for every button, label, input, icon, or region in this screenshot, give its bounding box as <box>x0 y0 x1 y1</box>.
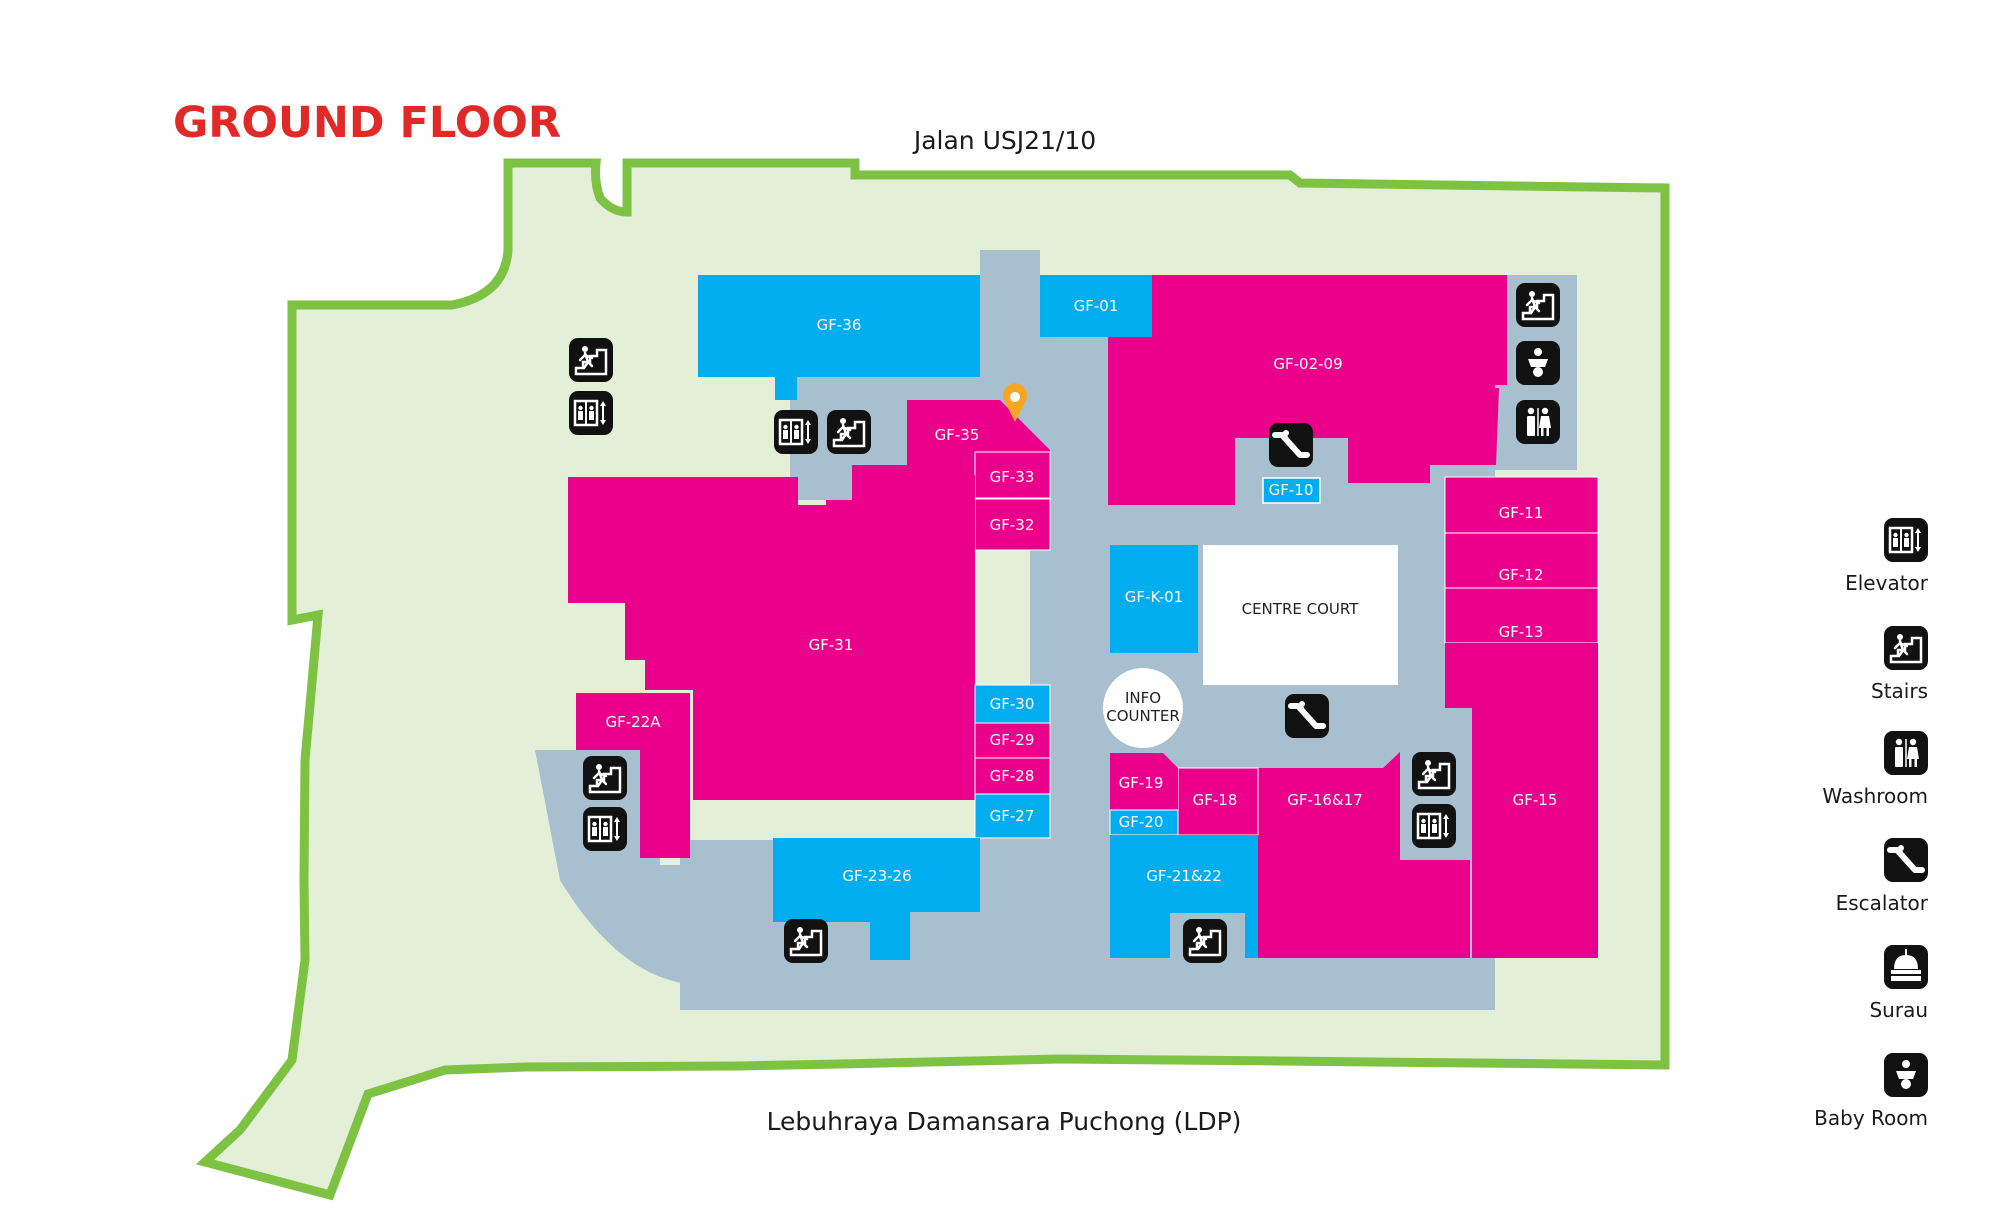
unit-GF-11[interactable] <box>1444 476 1599 534</box>
unit-label: GF-13 <box>1499 623 1544 641</box>
unit-GF-36-stub <box>775 375 797 400</box>
unit-GF-29[interactable] <box>974 722 1051 759</box>
unit-label: GF-36 <box>817 316 862 334</box>
unit-GF-10[interactable] <box>1262 477 1321 504</box>
unit-GF-23-26[interactable] <box>773 838 980 960</box>
stairs-icon[interactable] <box>583 756 627 800</box>
unit-label: GF-30 <box>990 695 1035 713</box>
legend-item-stairs: Stairs <box>1871 626 1928 703</box>
legend-label: Stairs <box>1871 679 1928 703</box>
unit-GF-36[interactable] <box>698 275 980 377</box>
unit-label: GF-18 <box>1193 791 1238 809</box>
unit-label: GF-12 <box>1499 566 1544 584</box>
elevator-icon[interactable] <box>774 410 818 454</box>
legend-item-baby-room: Baby Room <box>1814 1053 1928 1130</box>
baby-room-icon <box>1884 1053 1928 1097</box>
legend-label: Escalator <box>1836 891 1929 915</box>
unit-GF-22A[interactable] <box>576 693 690 858</box>
unit-label: GF-16&17 <box>1287 791 1363 809</box>
location-marker-icon[interactable] <box>1003 383 1027 422</box>
legend-label: Elevator <box>1845 571 1929 595</box>
centre-court <box>1203 545 1398 685</box>
elevator-icon[interactable] <box>583 807 627 851</box>
shop-units <box>568 275 1599 960</box>
unit-label: GF-28 <box>990 767 1035 785</box>
unit-GF-15[interactable] <box>1445 643 1598 958</box>
legend-label: Baby Room <box>1814 1106 1928 1130</box>
unit-label: GF-10 <box>1269 481 1314 499</box>
unit-label: GF-27 <box>990 807 1035 825</box>
washroom-icon <box>1884 731 1928 775</box>
unit-label: GF-21&22 <box>1146 867 1222 885</box>
unit-GF-K-01[interactable] <box>1110 545 1198 653</box>
stairs-icon[interactable] <box>1516 283 1560 327</box>
unit-GF-27[interactable] <box>974 793 1051 839</box>
unit-GF-30[interactable] <box>974 684 1051 724</box>
legend-item-surau: Surau <box>1869 945 1928 1022</box>
stairs-icon[interactable] <box>569 338 613 382</box>
stairs-icon[interactable] <box>1412 752 1456 796</box>
info-counter-label-line2: COUNTER <box>1106 707 1180 725</box>
escalator-icon[interactable] <box>1269 423 1313 467</box>
unit-GF-32[interactable] <box>974 498 1051 551</box>
unit-GF-16-17[interactable] <box>1258 752 1470 958</box>
unit-GF-12[interactable] <box>1444 532 1599 589</box>
legend-item-elevator: Elevator <box>1845 518 1929 595</box>
info-counter-label-line1: INFO <box>1125 689 1161 707</box>
unit-GF-31[interactable] <box>568 465 975 800</box>
unit-GF-02-09[interactable] <box>1108 275 1507 505</box>
road-label-north: Jalan USJ21/10 <box>912 126 1096 155</box>
escalator-icon <box>1884 838 1928 882</box>
unit-label: GF-31 <box>809 636 854 654</box>
unit-label: GF-32 <box>990 516 1035 534</box>
unit-GF-01[interactable] <box>1040 275 1152 337</box>
stairs-icon[interactable] <box>827 410 871 454</box>
legend-item-escalator: Escalator <box>1836 838 1929 915</box>
unit-label: GF-01 <box>1074 297 1119 315</box>
unit-label: GF-K-01 <box>1125 588 1183 606</box>
escalator-icon[interactable] <box>1285 694 1329 738</box>
centre-court-label: CENTRE COURT <box>1242 600 1360 618</box>
unit-label: GF-35 <box>935 426 980 444</box>
road-label-south: Lebuhraya Damansara Puchong (LDP) <box>767 1107 1242 1136</box>
unit-label: GF-02-09 <box>1273 355 1342 373</box>
info-counter[interactable]: INFO COUNTER <box>1103 668 1183 748</box>
elevator-icon[interactable] <box>1412 804 1456 848</box>
baby-room-icon[interactable] <box>1516 341 1560 385</box>
stairs-icon[interactable] <box>784 919 828 963</box>
elevator-icon[interactable] <box>569 391 613 435</box>
stairs-icon <box>1884 626 1928 670</box>
unit-GF-28[interactable] <box>974 757 1051 795</box>
unit-label: GF-15 <box>1513 791 1558 809</box>
unit-labels: GF-36 GF-01 GF-02-09 GF-35 GF-33 GF-32 G… <box>605 297 1557 885</box>
unit-label: GF-11 <box>1499 504 1544 522</box>
unit-label: GF-22A <box>605 713 661 731</box>
legend-label: Washroom <box>1822 784 1928 808</box>
floor-title: GROUND FLOOR <box>173 98 561 148</box>
unit-GF-19[interactable] <box>1110 753 1178 810</box>
legend-label: Surau <box>1869 998 1928 1022</box>
unit-label: GF-19 <box>1119 774 1164 792</box>
unit-GF-33[interactable] <box>974 451 1051 499</box>
map-facility-icons <box>569 283 1560 963</box>
unit-label: GF-29 <box>990 731 1035 749</box>
unit-label: GF-33 <box>990 468 1035 486</box>
stairs-icon[interactable] <box>1183 919 1227 963</box>
unit-GF-20[interactable] <box>1109 809 1179 836</box>
washroom-icon[interactable] <box>1516 400 1560 444</box>
legend: Elevator Stairs Washroom Escalator Surau <box>1814 518 1929 1130</box>
unit-label: GF-20 <box>1119 813 1164 831</box>
surau-icon <box>1884 945 1928 989</box>
elevator-icon <box>1884 518 1928 562</box>
unit-GF-21-22[interactable] <box>1110 835 1258 958</box>
legend-item-washroom: Washroom <box>1822 731 1928 808</box>
unit-label: GF-23-26 <box>842 867 911 885</box>
